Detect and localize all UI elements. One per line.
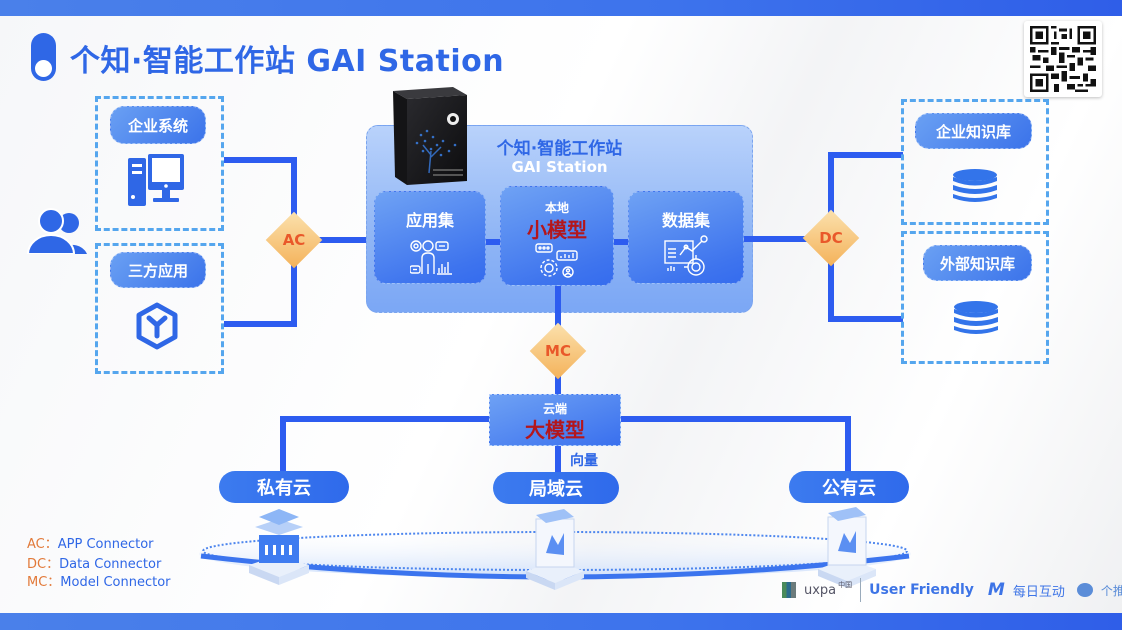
hexagon-app-icon bbox=[135, 302, 179, 350]
legend-item-ac: AC：APP Connector bbox=[27, 533, 154, 552]
legend-key: AC： bbox=[27, 537, 58, 552]
third-party-app-label: 三方应用 bbox=[110, 252, 206, 288]
cloud-large-model-box[interactable] bbox=[489, 394, 621, 446]
bottom-bar bbox=[0, 613, 1122, 630]
connector-line bbox=[224, 157, 297, 163]
public-cloud-node[interactable]: 公有云 bbox=[789, 471, 909, 503]
dc-connector-label: DC bbox=[819, 229, 843, 247]
station-title: 个知·智能工作站 bbox=[496, 139, 623, 159]
small-model-label: 小模型 bbox=[527, 218, 587, 242]
server-chip-icon bbox=[245, 505, 313, 585]
uxpa-logo-sup: 中国 bbox=[838, 581, 853, 589]
getui-logo: 个推 bbox=[1100, 583, 1122, 598]
vector-label: 向量 bbox=[570, 453, 598, 469]
local-label: 本地 bbox=[544, 201, 569, 215]
external-kb-label: 外部知识库 bbox=[923, 245, 1032, 281]
workstation-tower-icon bbox=[387, 85, 471, 189]
station-subtitle: GAI Station bbox=[511, 158, 608, 176]
enterprise-system-box bbox=[95, 96, 224, 231]
logo-divider bbox=[860, 578, 862, 602]
connector-line bbox=[620, 416, 851, 422]
top-bar bbox=[0, 0, 1122, 16]
server-network-icon bbox=[524, 505, 586, 590]
app-analytics-icon bbox=[409, 240, 454, 276]
connector-line bbox=[845, 416, 851, 474]
connector-line bbox=[744, 236, 830, 242]
mtech-logo-icon: M bbox=[987, 580, 1005, 600]
server-network-icon bbox=[816, 503, 878, 588]
getui-logo-icon bbox=[1076, 583, 1093, 597]
users-icon bbox=[26, 208, 89, 255]
connector-line bbox=[280, 416, 286, 474]
app-set-module[interactable] bbox=[374, 191, 486, 284]
legend-item-mc: MC：Model Connector bbox=[27, 571, 171, 590]
qr-code-icon bbox=[1024, 21, 1102, 97]
legend-key: MC： bbox=[27, 575, 61, 590]
legend-item-dc: DC：Data Connector bbox=[27, 553, 161, 572]
database-icon bbox=[952, 168, 998, 204]
enterprise-kb-box bbox=[901, 99, 1049, 225]
title-toggle-icon bbox=[31, 33, 56, 81]
app-set-label: 应用集 bbox=[405, 211, 454, 230]
legend-value: APP Connector bbox=[57, 537, 154, 552]
cloud-label: 云端 bbox=[542, 402, 567, 416]
legend-value: Data Connector bbox=[59, 557, 162, 572]
connector-line bbox=[486, 239, 500, 245]
connector-line bbox=[224, 321, 297, 327]
connector-line bbox=[828, 316, 903, 322]
connector-line bbox=[828, 152, 903, 158]
connector-line bbox=[297, 237, 367, 243]
lan-cloud-node[interactable]: 局域云 bbox=[493, 472, 619, 504]
uxpa-logo: uxpa bbox=[804, 582, 837, 598]
data-set-module[interactable] bbox=[628, 191, 744, 284]
enterprise-kb-label: 企业知识库 bbox=[915, 113, 1032, 149]
connector-line bbox=[614, 239, 628, 245]
user-friendly-logo: User Friendly bbox=[869, 582, 974, 598]
large-model-label: 大模型 bbox=[525, 418, 585, 442]
legend-value: Model Connector bbox=[60, 575, 171, 590]
data-dashboard-icon bbox=[664, 235, 710, 279]
desktop-computer-icon bbox=[128, 152, 186, 207]
gear-chat-icon bbox=[535, 243, 581, 279]
legend-key: DC： bbox=[27, 557, 60, 572]
page-title: 个知·智能工作站 GAI Station bbox=[70, 44, 505, 79]
mc-connector-label: MC bbox=[545, 342, 571, 360]
connector-line bbox=[280, 416, 492, 422]
partner-logos: uxpa 中国 User Friendly M 每日互动 个推 bbox=[782, 577, 1122, 603]
data-set-label: 数据集 bbox=[661, 211, 710, 230]
ac-connector-label: AC bbox=[282, 231, 306, 249]
external-kb-box bbox=[901, 231, 1049, 364]
uxpa-logo-icon bbox=[782, 582, 796, 598]
connector-line bbox=[555, 444, 561, 474]
mtech-logo: 每日互动 bbox=[1012, 584, 1065, 600]
enterprise-system-label: 企业系统 bbox=[110, 106, 206, 144]
database-icon bbox=[953, 300, 999, 336]
private-cloud-node[interactable]: 私有云 bbox=[219, 471, 349, 503]
third-party-app-box bbox=[95, 243, 224, 374]
